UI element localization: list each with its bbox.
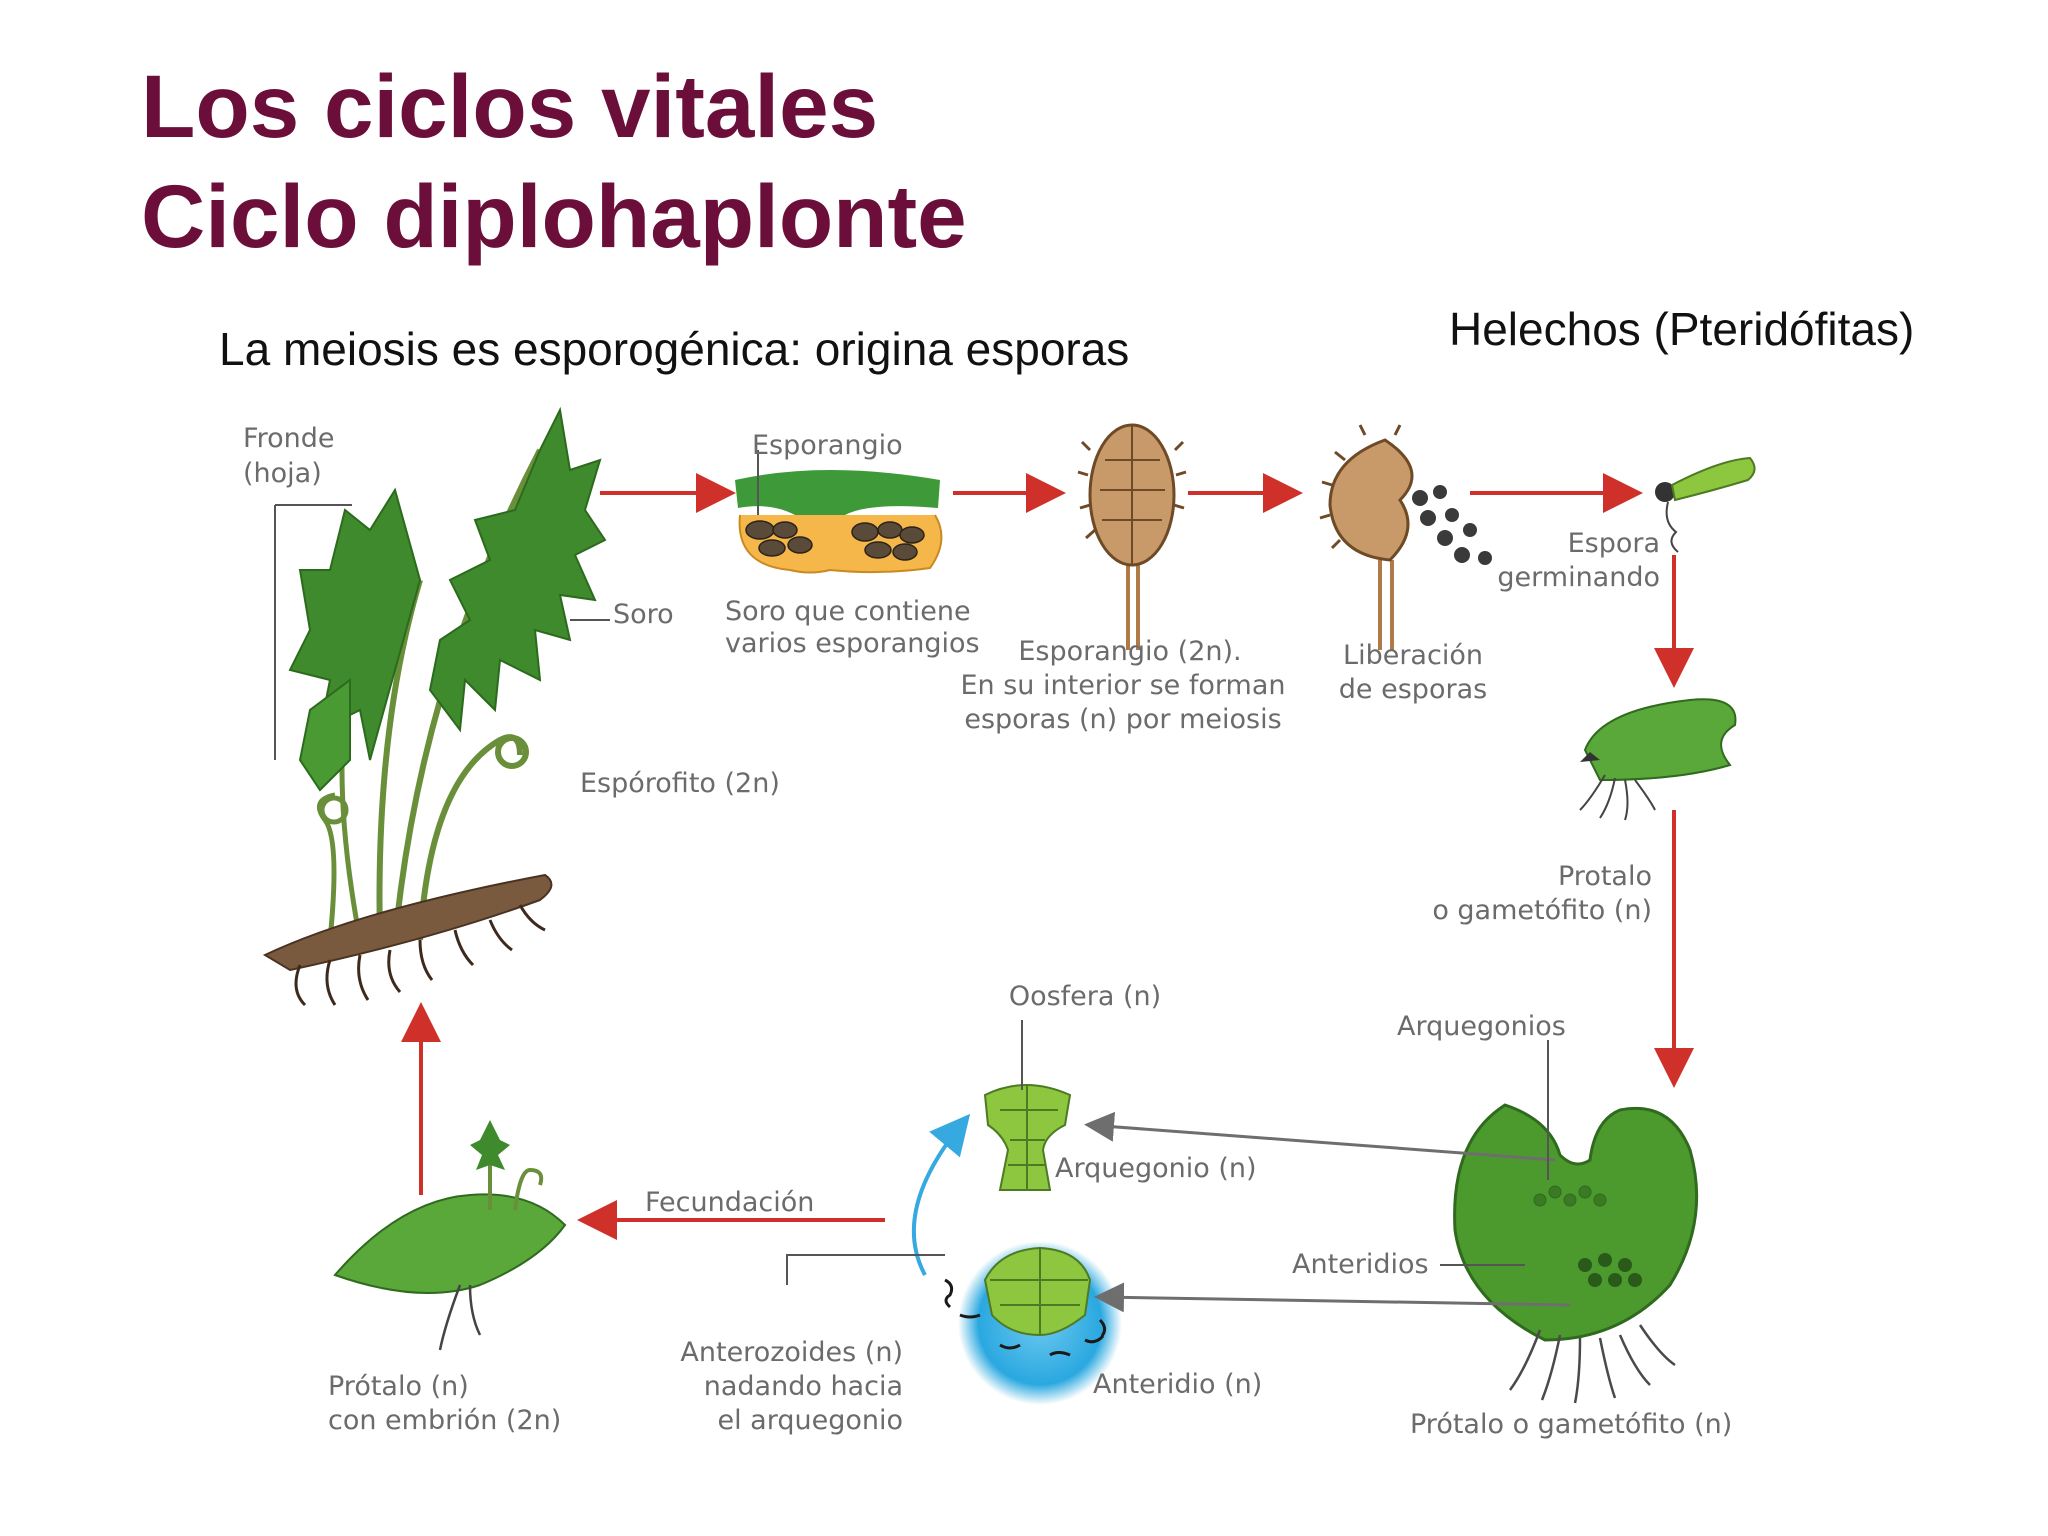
arrow-sperm-to-archegonium [911,1113,971,1276]
label-espora-germinando-1: Espora [1568,528,1660,559]
antheridium-illustration [944,1241,1122,1405]
germinating-spore-illustration [1655,456,1756,553]
label-esporangio: Esporangio [752,430,903,461]
mature-prothallus-illustration [1453,1103,1699,1404]
label-esporangio-2n-3: esporas (n) por meiosis [964,704,1281,735]
label-arquegonio-n: Arquegonio (n) [1055,1153,1257,1184]
label-anterozoides-1: Anterozoides (n) [680,1337,903,1368]
young-prothallus-illustration [1579,698,1737,821]
label-anteridio-n: Anteridio (n) [1093,1369,1262,1400]
label-esporangio-2n-2: En su interior se forman [960,670,1285,701]
arrow-antheridia-to-antheridium [1094,1282,1571,1313]
label-anterozoides-2: nadando hacia [704,1371,903,1402]
spore-release-illustration [1319,424,1492,650]
label-esporofito: Espórofito (2n) [580,768,780,799]
label-fronde-2: (hoja) [243,458,322,489]
label-espora-germinando-2: germinando [1497,562,1660,593]
label-soro-contiene-1: Soro que contiene [725,596,971,627]
sporophyte-fern-illustration [262,406,607,1007]
label-soro: Soro [613,599,674,630]
label-oosfera: Oosfera (n) [1009,981,1161,1012]
label-anterozoides-3: el arquegonio [717,1405,903,1436]
label-arquegonios: Arquegonios [1397,1011,1566,1042]
title-line-1: Los ciclos vitales [141,56,879,156]
label-protalo-2: o gametófito (n) [1432,895,1652,926]
label-fecundacion: Fecundación [645,1187,814,1218]
group-label: Helechos (Pteridófitas) [1449,303,1915,355]
label-protalo-1: Protalo [1558,861,1652,892]
arrow-archegonia-to-archegonium [1084,1111,1556,1162]
label-esporangio-2n-1: Esporangio (2n). [1018,636,1241,667]
fern-life-cycle-diagram: Fronde (hoja) Soro Espórofito (2n) Espor… [243,406,1756,1440]
sorus-illustration [735,470,943,574]
label-liberacion-1: Liberación [1343,640,1483,671]
title-line-2: Ciclo diplohaplonte [141,166,967,266]
label-anteridios: Anteridios [1292,1249,1429,1280]
label-soro-contiene-2: varios esporangios [725,628,980,659]
label-protalo-embrion-1: Prótalo (n) [328,1371,469,1402]
label-protalo-gametofito-bottom: Prótalo o gametófito (n) [1410,1409,1732,1440]
subtitle: La meiosis es esporogénica: origina espo… [219,323,1130,375]
label-liberacion-2: de esporas [1339,674,1487,705]
label-fronde-1: Fronde [243,423,334,454]
prothallus-with-embryo-illustration [333,1120,567,1351]
label-protalo-embrion-2: con embrión (2n) [328,1405,561,1436]
sporangium-illustration [1077,423,1187,650]
archegonium-illustration [983,1084,1072,1191]
